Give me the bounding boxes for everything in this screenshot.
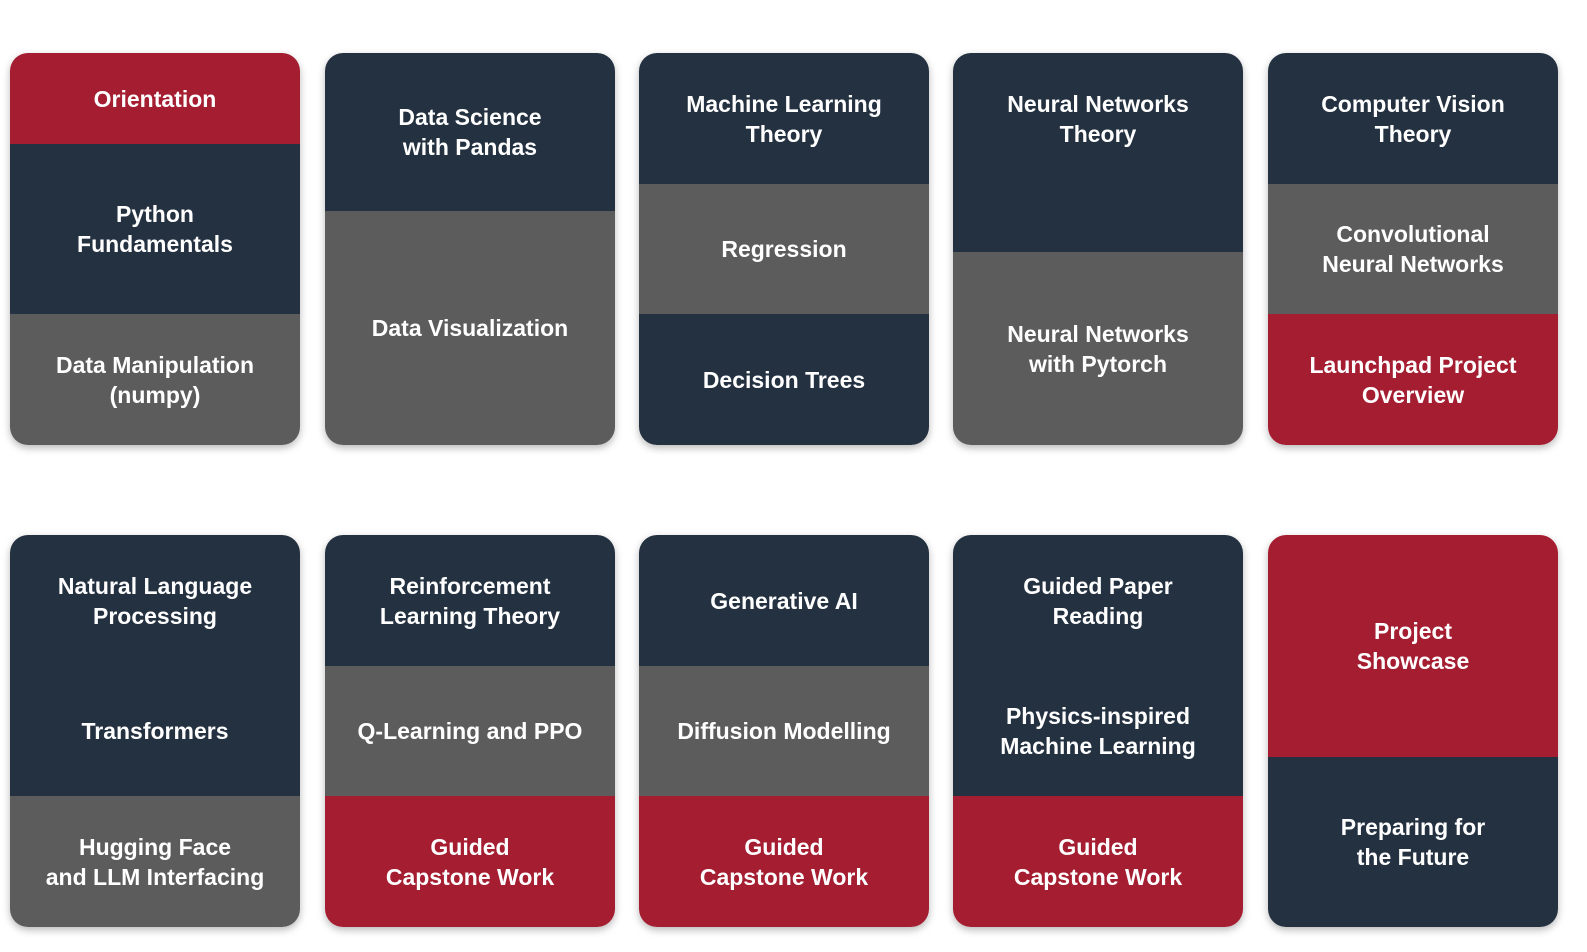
card-machine-learning: Machine Learning Theory Regression Decis… xyxy=(639,53,929,445)
card-neural-networks: Neural Networks Theory Neural Networks w… xyxy=(953,53,1243,445)
segment-cv-theory: Computer Vision Theory xyxy=(1268,53,1558,184)
segment-data-science-pandas: Data Science with Pandas xyxy=(325,53,615,211)
segment-nn-pytorch: Neural Networks with Pytorch xyxy=(953,252,1243,445)
segment-nlp: Natural Language Processing xyxy=(10,535,300,666)
card-computer-vision: Computer Vision Theory Convolutional Neu… xyxy=(1268,53,1558,445)
segment-transformers: Transformers xyxy=(10,666,300,796)
card-project-showcase: Project Showcase Preparing for the Futur… xyxy=(1268,535,1558,927)
segment-data-manipulation: Data Manipulation (numpy) xyxy=(10,314,300,445)
segment-capstone-work: Guided Capstone Work xyxy=(325,796,615,927)
segment-python-fundamentals: Python Fundamentals xyxy=(10,144,300,314)
segment-rl-theory: Reinforcement Learning Theory xyxy=(325,535,615,666)
segment-nn-theory: Neural Networks Theory xyxy=(953,53,1243,252)
segment-ml-theory: Machine Learning Theory xyxy=(639,53,929,184)
segment-guided-paper-reading: Guided Paper Reading xyxy=(953,535,1243,666)
segment-q-learning-ppo: Q-Learning and PPO xyxy=(325,666,615,796)
segment-regression: Regression xyxy=(639,184,929,314)
segment-launchpad-overview: Launchpad Project Overview xyxy=(1268,314,1558,445)
segment-orientation: Orientation xyxy=(10,53,300,144)
segment-project-showcase: Project Showcase xyxy=(1268,535,1558,757)
card-data-science: Data Science with Pandas Data Visualizat… xyxy=(325,53,615,445)
segment-data-visualization: Data Visualization xyxy=(325,211,615,445)
segment-generative-ai: Generative AI xyxy=(639,535,929,666)
segment-hugging-face: Hugging Face and LLM Interfacing xyxy=(10,796,300,927)
segment-capstone-work: Guided Capstone Work xyxy=(639,796,929,927)
segment-diffusion-modelling: Diffusion Modelling xyxy=(639,666,929,796)
card-orientation: Orientation Python Fundamentals Data Man… xyxy=(10,53,300,445)
card-paper-reading: Guided Paper Reading Physics-inspired Ma… xyxy=(953,535,1243,927)
card-generative-ai: Generative AI Diffusion Modelling Guided… xyxy=(639,535,929,927)
segment-capstone-work: Guided Capstone Work xyxy=(953,796,1243,927)
segment-physics-inspired-ml: Physics-inspired Machine Learning xyxy=(953,666,1243,796)
segment-decision-trees: Decision Trees xyxy=(639,314,929,445)
card-nlp: Natural Language Processing Transformers… xyxy=(10,535,300,927)
segment-preparing-future: Preparing for the Future xyxy=(1268,757,1558,927)
card-reinforcement-learning: Reinforcement Learning Theory Q-Learning… xyxy=(325,535,615,927)
segment-cnn: Convolutional Neural Networks xyxy=(1268,184,1558,314)
